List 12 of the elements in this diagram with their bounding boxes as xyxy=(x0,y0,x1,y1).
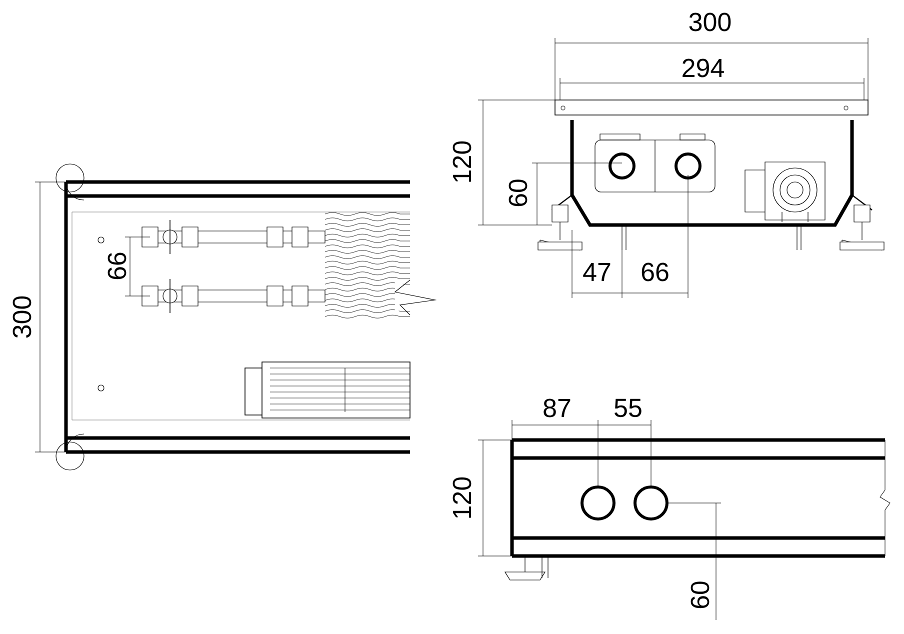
dimension-label: 120 xyxy=(452,477,472,518)
dimension-label: 66 xyxy=(108,252,126,280)
dimension-label: 60 xyxy=(508,180,528,206)
dimension-label: 294 xyxy=(682,58,724,78)
dimension-label: 300 xyxy=(689,12,731,32)
dimension-label: 66 xyxy=(642,262,668,282)
dimension-label: 87 xyxy=(544,398,570,418)
dimension-label: 60 xyxy=(690,582,710,608)
dimension-label: 300 xyxy=(12,296,32,338)
dimension-label: 47 xyxy=(583,263,610,281)
dimension-label: 55 xyxy=(614,398,642,418)
dimension-label: 120 xyxy=(452,141,472,182)
